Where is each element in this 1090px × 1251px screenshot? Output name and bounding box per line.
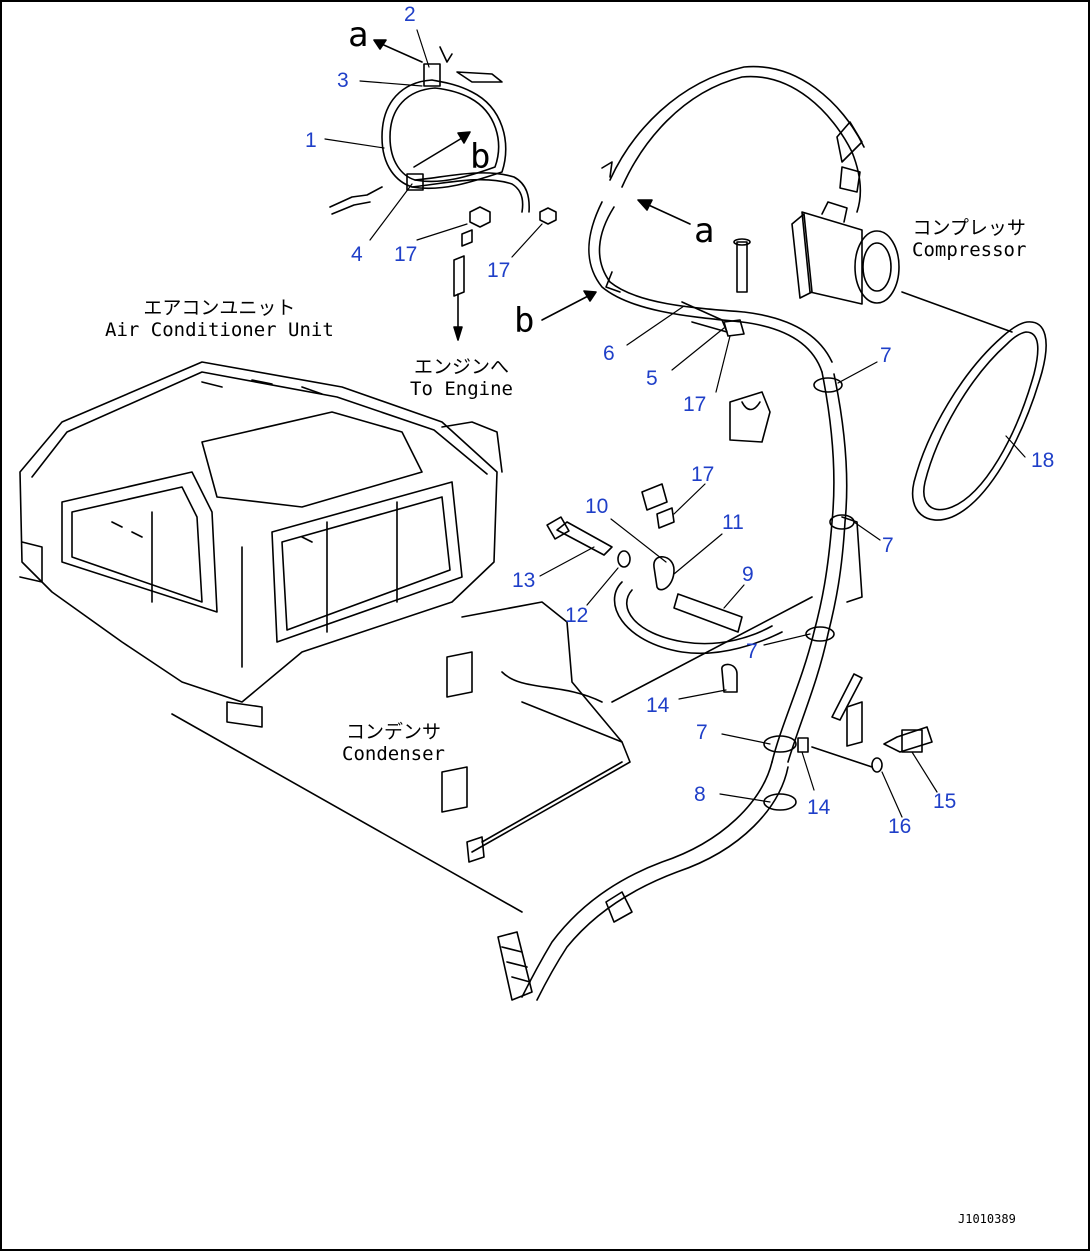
to-engine-caption-en: To Engine xyxy=(410,377,513,400)
part-label-7-a: 7 xyxy=(880,344,892,367)
part-label-17-b: 17 xyxy=(487,259,511,282)
part-label-5: 5 xyxy=(646,367,658,390)
callout-b-left: b xyxy=(514,301,535,341)
part-label-2: 2 xyxy=(404,3,416,26)
part-label-7-c: 7 xyxy=(746,640,758,663)
ac-unit-caption: エアコンユニット Air Conditioner Unit xyxy=(105,297,334,342)
to-engine-arrow xyxy=(453,293,463,341)
part-label-17-d: 17 xyxy=(691,463,715,486)
fastener-group xyxy=(546,483,783,655)
drawing-number: J1010389 xyxy=(958,1212,1016,1226)
compressor-caption-en: Compressor xyxy=(912,238,1027,261)
part-label-13: 13 xyxy=(512,569,536,592)
condenser-caption: コンデンサ Condenser xyxy=(342,721,445,766)
part-label-4: 4 xyxy=(351,243,363,266)
air-conditioner-unit xyxy=(19,361,503,728)
part-label-7-b: 7 xyxy=(882,534,894,557)
part-label-9: 9 xyxy=(742,563,754,586)
compressor xyxy=(733,201,1013,333)
hose-loop-part-1 xyxy=(329,46,530,215)
v-belt-part-18 xyxy=(911,321,1047,521)
part-label-14-b: 14 xyxy=(807,796,831,819)
callout-arrows-main xyxy=(541,199,691,321)
condenser xyxy=(171,596,813,913)
part-label-18: 18 xyxy=(1031,449,1055,472)
leader-lines xyxy=(324,29,1026,818)
part-label-17-c: 17 xyxy=(683,393,707,416)
callout-a-right: a xyxy=(694,211,715,251)
compressor-caption: コンプレッサ Compressor xyxy=(912,217,1027,262)
part-label-7-d: 7 xyxy=(696,721,708,744)
part-label-1: 1 xyxy=(305,129,317,152)
nut-17-upper xyxy=(453,206,557,297)
part-label-17-a: 17 xyxy=(394,243,418,266)
callout-arrows-top xyxy=(373,39,471,168)
clip-and-bolt xyxy=(721,663,933,773)
to-engine-caption-jp: エンジンへ xyxy=(413,356,509,378)
condenser-caption-en: Condenser xyxy=(342,742,445,765)
part-label-11: 11 xyxy=(722,511,744,534)
main-hose-run xyxy=(497,65,865,1001)
part-label-10: 10 xyxy=(585,495,609,518)
condenser-caption-jp: コンデンサ xyxy=(345,721,441,743)
part-label-14-a: 14 xyxy=(646,694,670,717)
part-label-6: 6 xyxy=(603,342,615,365)
ac-unit-caption-en: Air Conditioner Unit xyxy=(105,318,334,341)
ac-unit-caption-jp: エアコンユニット xyxy=(143,297,296,319)
callout-b-top: b xyxy=(470,137,491,177)
to-engine-caption: エンジンへ To Engine xyxy=(410,356,513,401)
part-label-3: 3 xyxy=(337,69,349,92)
part-label-12: 12 xyxy=(565,604,589,627)
part-label-16: 16 xyxy=(888,815,912,838)
part-label-15: 15 xyxy=(933,790,957,813)
part-label-8: 8 xyxy=(694,783,706,806)
hose-clamps xyxy=(763,377,863,811)
callout-a-top: a xyxy=(348,15,369,55)
mounting-bracket xyxy=(729,391,771,443)
compressor-caption-jp: コンプレッサ xyxy=(912,217,1026,239)
